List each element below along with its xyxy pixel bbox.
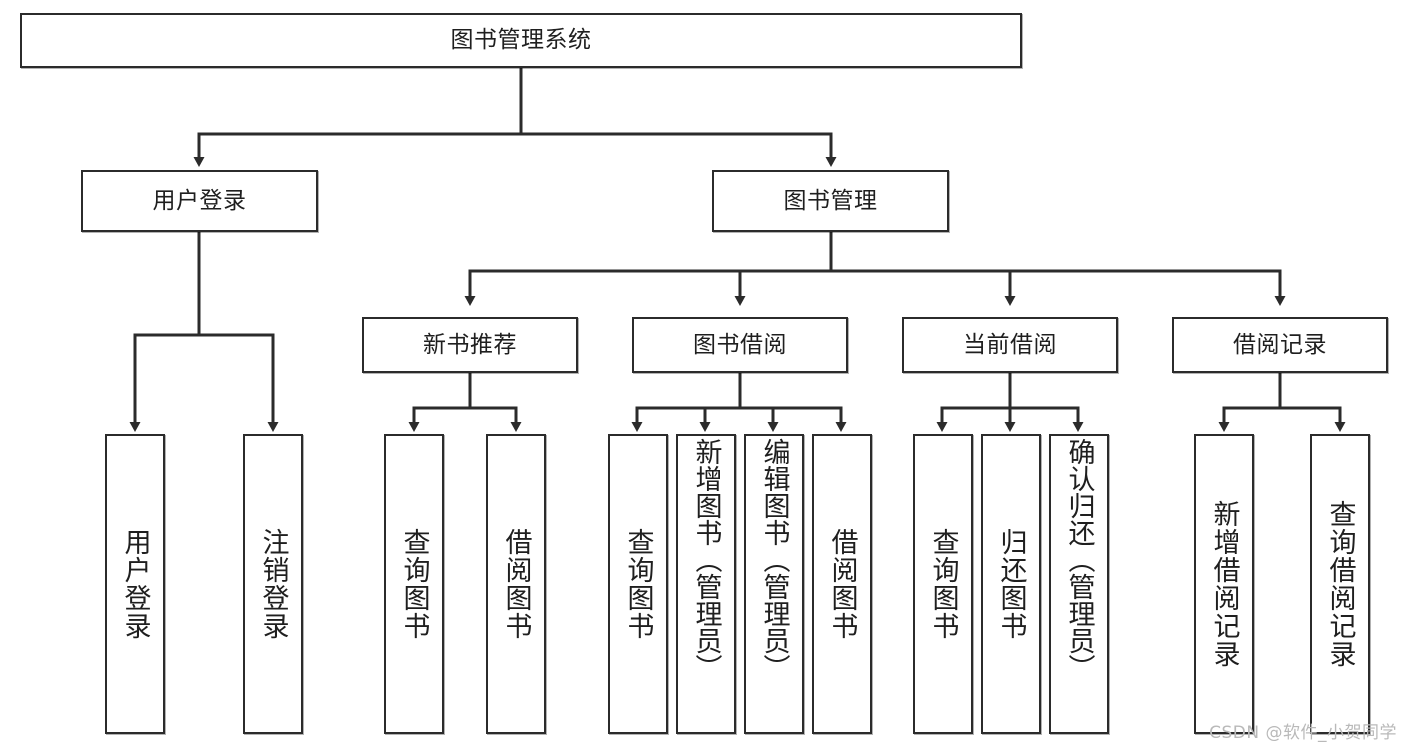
leaf-user-login-signin[interactable]: 用户登录 [105, 434, 165, 734]
leaf-borrow-add-book[interactable]: 新增图书（管理员） [676, 434, 736, 734]
leaf-current-confirm-return[interactable]: 确认归还（管理员） [1049, 434, 1109, 734]
node-user-login-label: 用户登录 [152, 187, 247, 214]
leaf-record-query-label: 查询借阅记录 [1324, 500, 1356, 668]
node-new-book-recommend-label: 新书推荐 [423, 331, 517, 358]
leaf-current-query-book-label: 查询图书 [927, 528, 959, 640]
leaf-record-add[interactable]: 新增借阅记录 [1194, 434, 1254, 734]
node-borrow-record[interactable]: 借阅记录 [1172, 317, 1388, 373]
leaf-borrow-borrow-book-label: 借阅图书 [826, 528, 858, 640]
leaf-record-query[interactable]: 查询借阅记录 [1310, 434, 1370, 734]
leaf-new-book-query-label: 查询图书 [398, 528, 430, 640]
leaf-borrow-edit-book-label: 编辑图书（管理员） [758, 438, 790, 681]
leaf-borrow-add-book-label: 新增图书（管理员） [690, 438, 722, 681]
node-new-book-recommend[interactable]: 新书推荐 [362, 317, 578, 373]
node-borrow-record-label: 借阅记录 [1233, 331, 1327, 358]
leaf-current-query-book[interactable]: 查询图书 [913, 434, 973, 734]
node-current-borrow-label: 当前借阅 [963, 331, 1057, 358]
leaf-user-login-signout-label: 注销登录 [257, 528, 289, 640]
leaf-current-return-book-label: 归还图书 [995, 528, 1027, 640]
node-book-borrow[interactable]: 图书借阅 [632, 317, 848, 373]
leaf-borrow-edit-book[interactable]: 编辑图书（管理员） [744, 434, 804, 734]
leaf-new-book-query[interactable]: 查询图书 [384, 434, 444, 734]
leaf-borrow-borrow-book[interactable]: 借阅图书 [812, 434, 872, 734]
leaf-borrow-query-book[interactable]: 查询图书 [608, 434, 668, 734]
node-root-label: 图书管理系统 [450, 27, 592, 54]
node-user-login[interactable]: 用户登录 [81, 170, 318, 232]
leaf-current-confirm-return-label: 确认归还（管理员） [1063, 438, 1095, 681]
leaf-borrow-query-book-label: 查询图书 [622, 528, 654, 640]
leaf-user-login-signout[interactable]: 注销登录 [243, 434, 303, 734]
leaf-record-add-label: 新增借阅记录 [1208, 500, 1240, 668]
node-root[interactable]: 图书管理系统 [20, 13, 1022, 68]
leaf-current-return-book[interactable]: 归还图书 [981, 434, 1041, 734]
node-book-management[interactable]: 图书管理 [712, 170, 949, 232]
node-book-management-label: 图书管理 [783, 187, 878, 214]
node-book-borrow-label: 图书借阅 [693, 331, 787, 358]
leaf-new-book-borrow[interactable]: 借阅图书 [486, 434, 546, 734]
leaf-new-book-borrow-label: 借阅图书 [500, 528, 532, 640]
node-current-borrow[interactable]: 当前借阅 [902, 317, 1118, 373]
leaf-user-login-signin-label: 用户登录 [119, 528, 151, 640]
